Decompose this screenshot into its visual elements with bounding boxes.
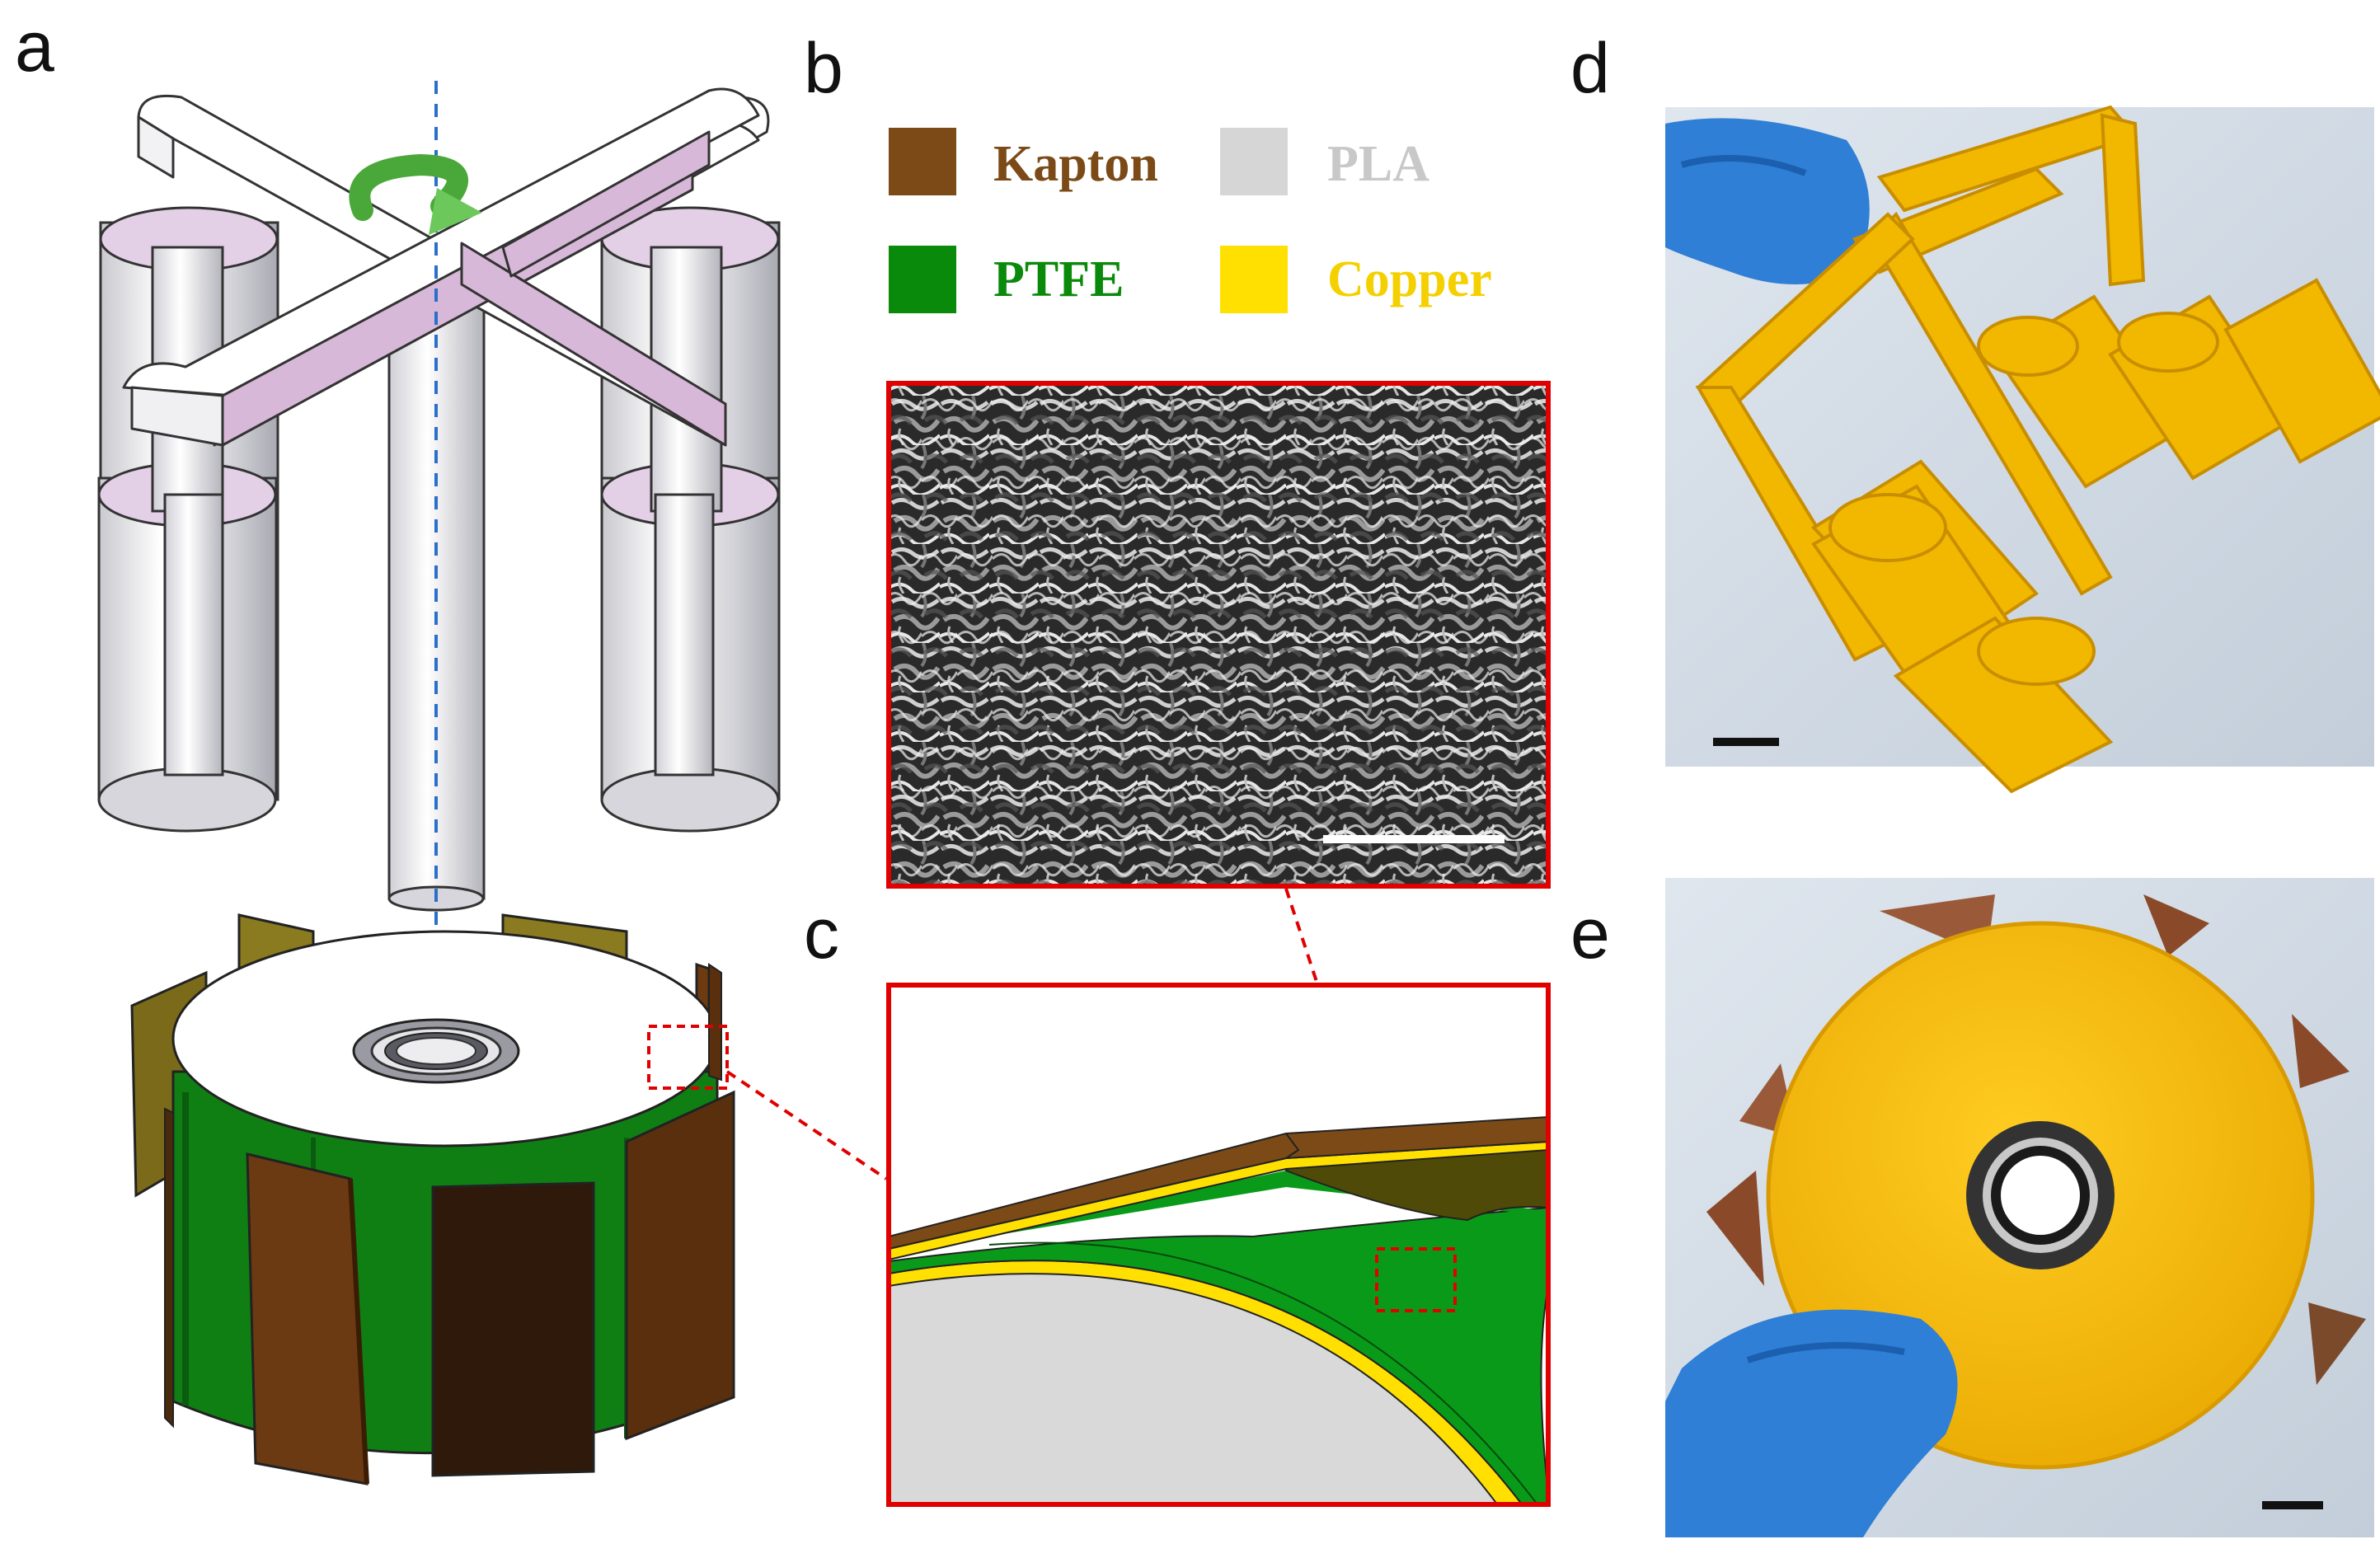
panel-label-d: d <box>1570 29 1610 108</box>
legend-label-copper: Copper <box>1327 251 1492 307</box>
panel-label-a: a <box>15 7 54 87</box>
rotation-arrow-icon <box>349 153 482 235</box>
panel-c-cross-section <box>886 983 1551 1507</box>
glove-e <box>1665 1309 1958 1537</box>
legend-swatch-kapton <box>889 128 956 195</box>
panel-label-c: c <box>804 894 839 974</box>
panel-label-e: e <box>1570 894 1610 974</box>
panel-a-rotor-frame <box>97 81 888 1485</box>
legend-label-ptfe: PTFE <box>993 251 1124 307</box>
legend-swatch-copper <box>1220 246 1288 313</box>
cross-arms <box>122 87 770 447</box>
stator-disk <box>130 913 735 1485</box>
printed-rotor-part <box>1695 105 2380 794</box>
panel-d-photo <box>1665 105 2380 794</box>
legend-swatch-ptfe <box>889 246 956 313</box>
legend-label-kapton: Kapton <box>993 136 1158 192</box>
panel-e-photo <box>1665 878 2374 1537</box>
legend-swatch-pla <box>1220 128 1288 195</box>
legend-label-pla: PLA <box>1327 136 1429 192</box>
panel-b-sem-image <box>886 381 1551 1266</box>
panel-label-b: b <box>804 29 843 108</box>
